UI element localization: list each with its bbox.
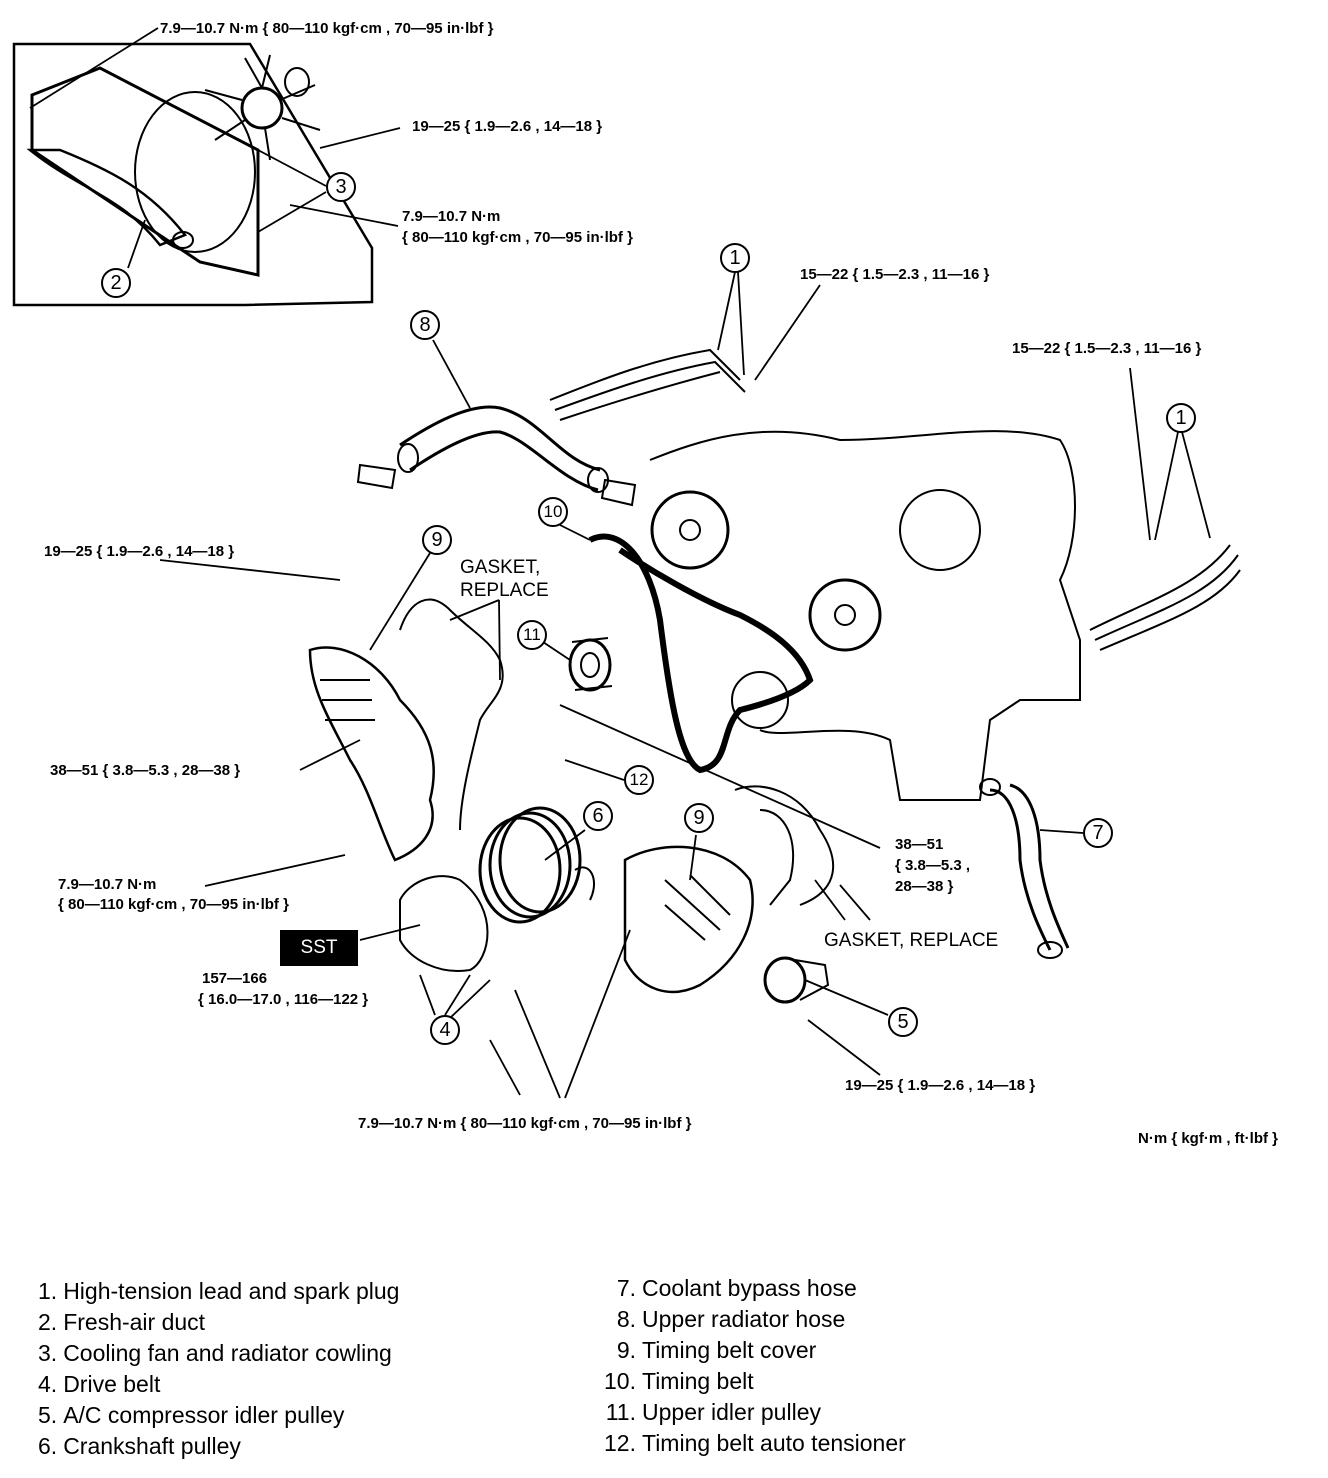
legend-item-text: Fresh-air duct <box>63 1309 206 1335</box>
legend-item-number: 1. <box>38 1278 58 1304</box>
upper-radiator-hose-drawing <box>356 405 637 507</box>
callout-7: 7 <box>1083 818 1113 848</box>
torque-label-cover-bolt: 38—51 { 3.8—5.3 , 28—38 } <box>50 762 241 779</box>
legend-item-text: High-tension lead and spark plug <box>63 1278 400 1304</box>
torque-label-tensioner-b: { 3.8—5.3 , <box>895 857 971 874</box>
sst-tool-label: SST <box>280 930 358 966</box>
torque-label-plug-right: 15—22 { 1.5—2.3 , 11—16 } <box>1012 340 1202 357</box>
legend-item-text: Upper idler pulley <box>642 1399 821 1425</box>
legend-item: 8.Upper radiator hose <box>600 1304 906 1335</box>
timing-belt-drawing <box>588 533 814 774</box>
legend-item: 7.Coolant bypass hose <box>600 1273 906 1304</box>
callout-12: 12 <box>624 765 654 795</box>
legend-item-number: 4. <box>38 1371 58 1397</box>
legend-item-number: 7. <box>616 1275 636 1301</box>
gasket-label-top-line2: REPLACE <box>460 580 549 601</box>
torque-label-plug-left: 15—22 { 1.5—2.3 , 11—16 } <box>800 266 990 283</box>
gasket-outline-drawing <box>399 598 834 906</box>
torque-label-tensioner-a: 38—51 <box>895 836 944 853</box>
legend-item-text: Timing belt cover <box>642 1337 817 1363</box>
legend-item-text: Drive belt <box>63 1371 161 1397</box>
radiator-cowling-drawing <box>26 66 260 277</box>
legend-item-text: Coolant bypass hose <box>642 1275 857 1301</box>
torque-label-crank-b: { 16.0—17.0 , 116—122 } <box>198 991 369 1008</box>
legend-item: 10.Timing belt <box>600 1366 906 1397</box>
callout-11: 11 <box>517 620 547 650</box>
drive-belt-drawing <box>399 866 595 972</box>
callout-4: 4 <box>430 1015 460 1045</box>
engine-block-drawing <box>649 430 1081 801</box>
legend-left: 1.High-tension lead and spark plug 2.Fre… <box>38 1276 399 1462</box>
torque-label-cover-lower-a: 7.9—10.7 N·m <box>58 876 157 893</box>
timing-belt-cover-right-drawing <box>623 845 754 994</box>
legend-item: 6.Crankshaft pulley <box>38 1431 399 1462</box>
gasket-label-top-line1: GASKET, <box>460 557 541 578</box>
callout-9-left: 9 <box>422 525 452 555</box>
upper-idler-pulley-drawing <box>568 637 613 692</box>
legend-item: 2.Fresh-air duct <box>38 1307 399 1338</box>
torque-label-idler-bolt: 19—25 { 1.9—2.6 , 14—18 } <box>845 1077 1036 1094</box>
fan-inset-box <box>12 42 374 307</box>
spark-plug-leads-drawing <box>549 348 1241 651</box>
torque-label-cowling-a: 7.9—10.7 N·m <box>402 208 501 225</box>
crankshaft-pulley-drawing <box>478 806 582 924</box>
legend-item-number: 11. <box>605 1399 636 1425</box>
legend-item-number: 5. <box>38 1402 58 1428</box>
legend-item-number: 9. <box>616 1337 636 1363</box>
cooling-fan-drawing <box>204 54 321 161</box>
torque-label-fan-top: 7.9—10.7 N·m { 80—110 kgf·cm , 70—95 in·… <box>160 20 494 37</box>
leader-lines <box>29 27 1211 1099</box>
callout-6: 6 <box>583 801 613 831</box>
legend-item: 5.A/C compressor idler pulley <box>38 1400 399 1431</box>
ac-idler-pulley-drawing <box>763 956 830 1004</box>
legend-item-text: Timing belt <box>642 1368 754 1394</box>
callout-5: 5 <box>888 1007 918 1037</box>
units-label: N·m { kgf·m , ft·lbf } <box>1138 1130 1278 1147</box>
timing-belt-cover-left-drawing <box>308 646 435 862</box>
legend-item-text: A/C compressor idler pulley <box>63 1402 345 1428</box>
torque-label-cover-lower-b: { 80—110 kgf·cm , 70—95 in·lbf } <box>58 896 289 913</box>
legend-item: 1.High-tension lead and spark plug <box>38 1276 399 1307</box>
legend-item: 12.Timing belt auto tensioner <box>600 1428 906 1459</box>
legend-item: 4.Drive belt <box>38 1369 399 1400</box>
legend-item-text: Upper radiator hose <box>642 1306 846 1332</box>
legend-item-number: 10. <box>604 1368 636 1394</box>
legend-right: 7.Coolant bypass hose 8.Upper radiator h… <box>600 1273 906 1459</box>
callout-3: 3 <box>326 172 356 202</box>
torque-label-fan-bolt: 19—25 { 1.9—2.6 , 14—18 } <box>412 118 603 135</box>
callout-1-right: 1 <box>1166 403 1196 433</box>
legend-item-number: 6. <box>38 1433 58 1459</box>
callout-9-right: 9 <box>684 803 714 833</box>
legend-item: 9.Timing belt cover <box>600 1335 906 1366</box>
callout-2: 2 <box>101 268 131 298</box>
legend-item-text: Cooling fan and radiator cowling <box>63 1340 392 1366</box>
legend-item: 3.Cooling fan and radiator cowling <box>38 1338 399 1369</box>
coolant-bypass-hose-drawing <box>979 778 1070 959</box>
legend-item-text: Crankshaft pulley <box>63 1433 241 1459</box>
legend-item-number: 2. <box>38 1309 58 1335</box>
gasket-label-right: GASKET, REPLACE <box>824 930 999 951</box>
legend-item-text: Timing belt auto tensioner <box>642 1430 906 1456</box>
callout-10: 10 <box>538 497 568 527</box>
torque-label-cowling-b: { 80—110 kgf·cm , 70—95 in·lbf } <box>402 229 633 246</box>
legend-item-number: 12. <box>604 1430 636 1456</box>
legend-item: 11.Upper idler pulley <box>600 1397 906 1428</box>
legend-item-number: 8. <box>616 1306 636 1332</box>
torque-label-bottom: 7.9—10.7 N·m { 80—110 kgf·cm , 70—95 in·… <box>358 1115 692 1132</box>
torque-label-tensioner-c: 28—38 } <box>895 878 954 895</box>
callout-1-top: 1 <box>720 243 750 273</box>
callout-8: 8 <box>410 310 440 340</box>
legend-item-number: 3. <box>38 1340 58 1366</box>
torque-label-cover-top: 19—25 { 1.9—2.6 , 14—18 } <box>44 543 235 560</box>
torque-label-crank-a: 157—166 <box>202 970 268 987</box>
